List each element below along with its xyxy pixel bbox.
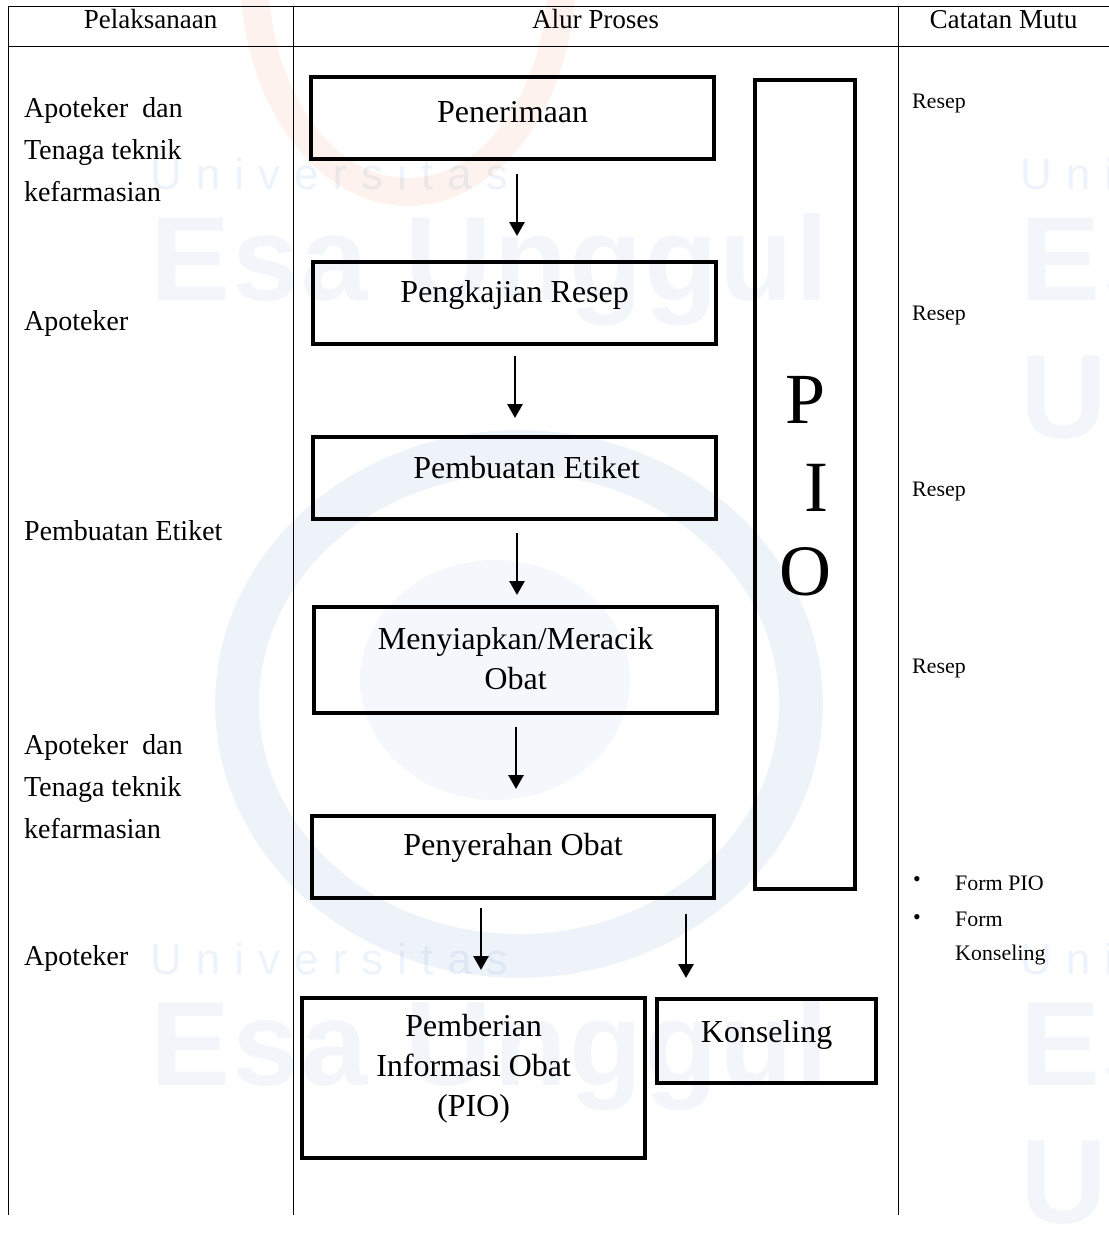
table-top-border	[8, 6, 1109, 7]
pelaksanaan-line: Apoteker dan	[24, 730, 183, 761]
catatan-bullet-line: Konseling	[955, 940, 1046, 965]
header-catatan-mutu: Catatan Mutu	[929, 4, 1078, 34]
pelaksanaan-pengkajian: Apoteker	[24, 301, 128, 343]
step-box-pengkajian-resep	[311, 260, 718, 346]
watermark-esa-unggul-2: Esa Unggul	[1020, 192, 1109, 464]
catatan-form-konseling: Form Konseling	[955, 902, 1045, 970]
arrow-down-icon	[678, 914, 694, 978]
step-label-konseling: Konseling	[659, 1011, 874, 1051]
bullet-dot-icon: •	[913, 866, 921, 891]
step-label-pemberian-informasi-obat: Pemberian Informasi Obat (PIO)	[304, 1005, 643, 1125]
pelaksanaan-etiket: Pembuatan Etiket	[24, 511, 222, 553]
column-divider-2	[898, 6, 899, 1215]
pelaksanaan-line: kefarmasian	[24, 814, 161, 845]
step-label-penyerahan-obat: Penyerahan Obat	[314, 824, 712, 864]
catatan-resep: Resep	[912, 300, 966, 325]
bullet-dot-icon: •	[913, 904, 921, 929]
header-pelaksanaan: Pelaksanaan	[83, 4, 218, 34]
step-label-line: Menyiapkan/Meracik	[377, 620, 654, 656]
catatan-resep: Resep	[912, 88, 966, 113]
step-label-line: Pengkajian Resep	[400, 273, 629, 309]
step-label-line: Pembuatan Etiket	[413, 449, 640, 485]
table-header-divider	[8, 46, 1109, 47]
pelaksanaan-line: Tenaga teknik	[24, 772, 182, 803]
watermark-universitas-3: Universitas	[150, 935, 522, 984]
watermark-esa-unggul-4: Esa Unggul	[1020, 977, 1109, 1249]
pio-side-box	[753, 78, 857, 891]
pio-letter-o: O	[779, 531, 831, 611]
arrow-down-icon	[508, 727, 524, 789]
arrow-down-icon	[509, 174, 525, 236]
step-label-penerimaan: Penerimaan	[313, 91, 712, 131]
pelaksanaan-pio: Apoteker	[24, 936, 128, 978]
step-label-pengkajian-resep: Pengkajian Resep	[315, 271, 714, 311]
step-box-penerimaan	[309, 75, 716, 161]
pelaksanaan-line: kefarmasian	[24, 177, 161, 208]
pelaksanaan-line: Tenaga teknik	[24, 135, 182, 166]
step-label-menyiapkan-obat: Menyiapkan/Meracik Obat	[316, 618, 715, 698]
step-label-line: Konseling	[700, 1013, 833, 1049]
step-box-pemberian-informasi-obat	[300, 996, 647, 1160]
step-label-line: Penyerahan Obat	[403, 826, 623, 862]
arrow-down-icon	[473, 908, 489, 970]
pelaksanaan-line: Apoteker dan	[24, 93, 183, 124]
step-label-line: (PIO)	[437, 1087, 510, 1123]
pio-letter-i: I	[804, 447, 828, 527]
catatan-form-pio: Form PIO	[955, 866, 1044, 900]
step-label-line: Penerimaan	[436, 93, 589, 129]
column-divider-1	[293, 6, 294, 1215]
pelaksanaan-line: Apoteker	[24, 306, 129, 337]
catatan-resep: Resep	[912, 476, 966, 501]
arrow-down-icon	[507, 356, 523, 418]
step-label-pembuatan-etiket: Pembuatan Etiket	[327, 447, 726, 487]
watermark-universitas-2: Universitas	[1020, 150, 1109, 199]
step-box-penyerahan-obat	[310, 814, 716, 900]
step-box-menyiapkan-obat	[312, 605, 719, 715]
table-left-border	[8, 6, 9, 1215]
step-label-line: Obat	[484, 660, 547, 696]
step-label-line: Informasi Obat	[376, 1047, 571, 1083]
catatan-resep: Resep	[912, 653, 966, 678]
pelaksanaan-penerimaan: Apoteker dan Tenaga teknik kefarmasian	[24, 88, 183, 214]
catatan-bullet-line: Form PIO	[955, 870, 1044, 895]
header-alur-proses: Alur Proses	[532, 4, 659, 34]
arrow-down-icon	[509, 533, 525, 595]
pio-letter-p: P	[785, 359, 826, 439]
pelaksanaan-line: Apoteker	[24, 941, 129, 972]
step-label-line: Pemberian	[405, 1007, 542, 1043]
catatan-bullet-line: Form	[955, 906, 1003, 931]
pelaksanaan-penyerahan: Apoteker dan Tenaga teknik kefarmasian	[24, 725, 183, 851]
step-box-pembuatan-etiket	[311, 435, 718, 521]
pelaksanaan-line: Pembuatan Etiket	[24, 516, 223, 547]
step-box-konseling	[655, 997, 878, 1085]
